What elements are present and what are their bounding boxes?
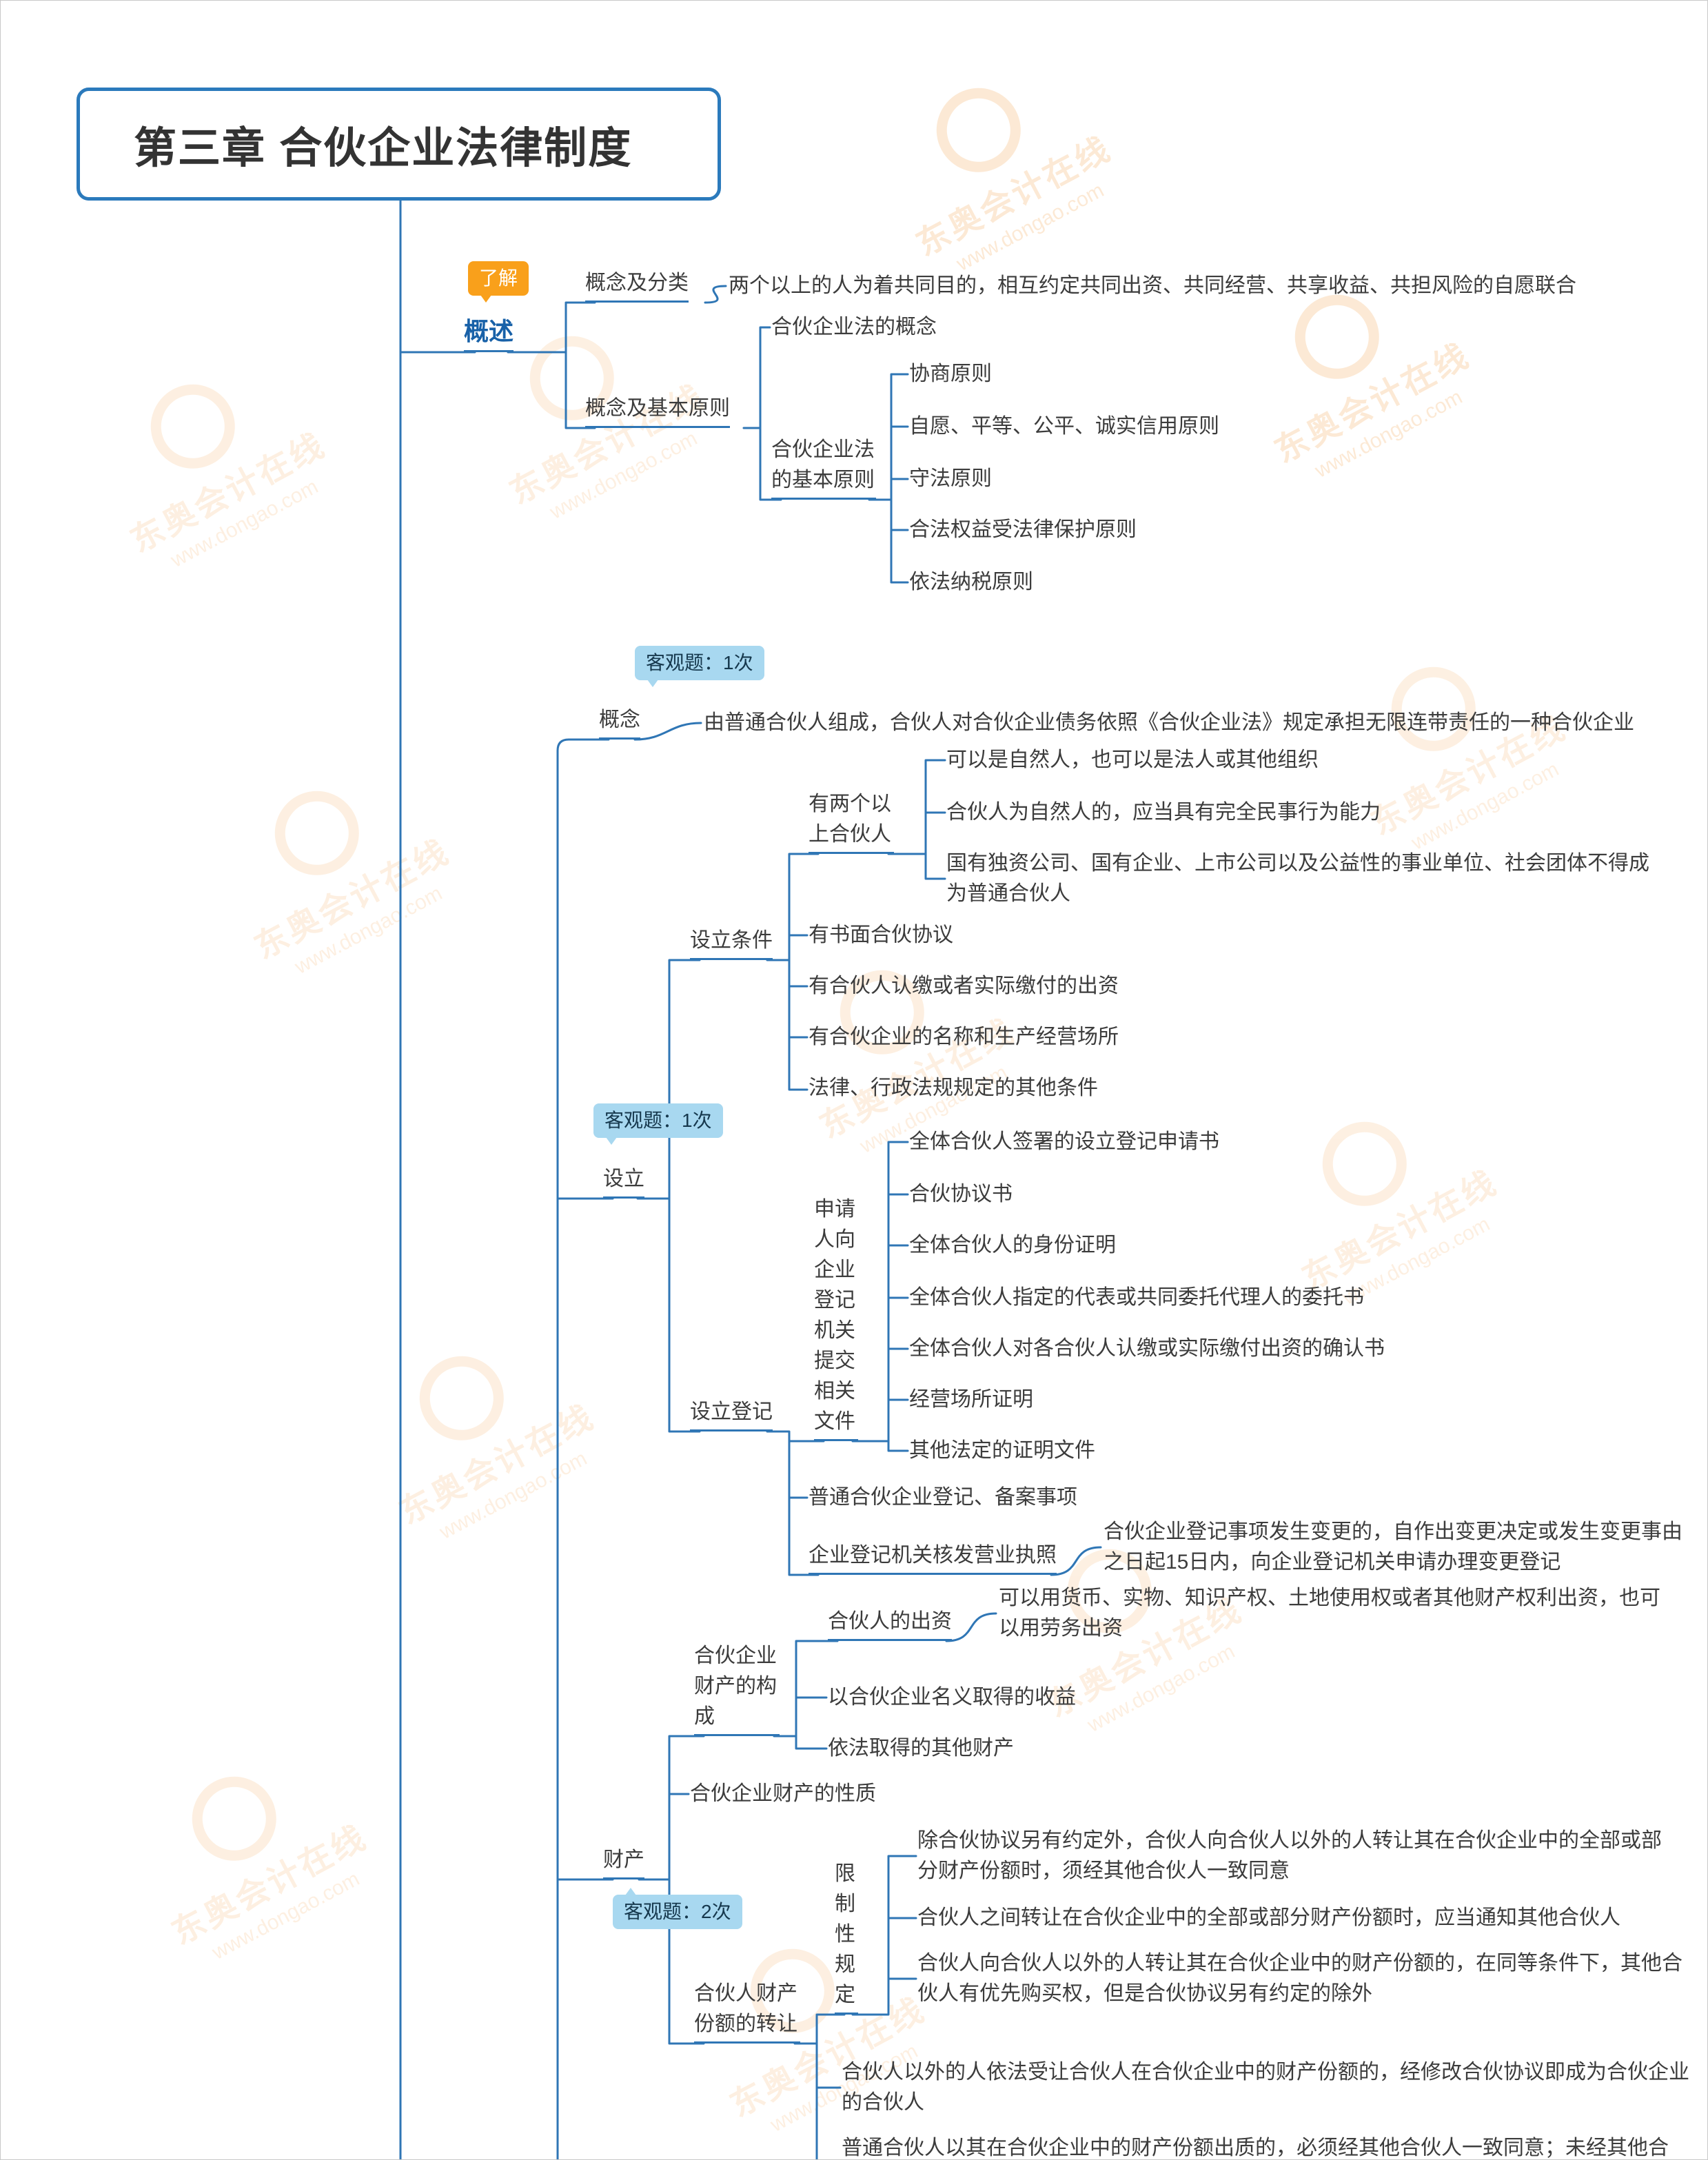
node-restriction-item: 合伙人向合伙人以外的人转让其在合伙企业中的财产份额的，在同等条件下，其他合伙人有… bbox=[917, 1952, 1682, 2005]
node-principle-item: 守法原则 bbox=[909, 467, 992, 490]
node-principle-item: 协商原则 bbox=[909, 363, 992, 385]
node-condition-item: 有合伙企业的名称和生产经营场所 bbox=[809, 1026, 1119, 1048]
node-partnership-law-concept: 合伙企业法的概念 bbox=[771, 316, 937, 338]
node-document-item: 全体合伙人签署的设立登记申请书 bbox=[909, 1130, 1219, 1153]
node-business-license: 企业登记机关核发营业执照 bbox=[809, 1540, 1057, 1575]
node-principle-item: 依法纳税原则 bbox=[909, 571, 1033, 593]
node-restrictive-provisions: 限制性规定 bbox=[835, 1859, 858, 2015]
node-restriction-item: 合伙人之间转让在合伙企业中的全部或部分财产份额时，应当通知其他合伙人 bbox=[917, 1906, 1620, 1929]
node-document-item: 全体合伙人指定的代表或共同委托代理人的委托书 bbox=[909, 1286, 1364, 1309]
node-contribution-note: 可以用货币、实物、知识产权、土地使用权或者其他财产权利出资，也可以用劳务出资 bbox=[999, 1587, 1660, 1640]
tag-property-frequency: 客观题：2次 bbox=[613, 1888, 742, 1929]
tag-concept-frequency: 客观题：1次 bbox=[635, 646, 764, 687]
node-partner-rule-item: 可以是自然人，也可以是法人或其他组织 bbox=[946, 748, 1319, 771]
chapter-title-box: 第三章 合伙企业法律制度 bbox=[77, 88, 721, 201]
node-share-transfer: 合伙人财产份额的转让 bbox=[694, 1979, 800, 2044]
node-other-property: 依法取得的其他财产 bbox=[828, 1737, 1014, 1760]
node-establishment-registration: 设立登记 bbox=[690, 1397, 773, 1431]
node-concept-classification: 概念及分类 bbox=[585, 268, 689, 303]
node-establishment: 设立 bbox=[603, 1164, 644, 1199]
node-overview: 概述 bbox=[464, 315, 514, 352]
node-registration-documents: 申请人向企业登记机关提交相关文件 bbox=[814, 1194, 858, 1441]
node-concept-and-principles: 概念及基本原则 bbox=[585, 394, 730, 428]
node-property-nature: 合伙企业财产的性质 bbox=[690, 1782, 876, 1805]
node-principle-item: 合法权益受法律保护原则 bbox=[909, 518, 1137, 541]
tag-establishment-frequency: 客观题：1次 bbox=[593, 1103, 723, 1145]
node-principle-item: 自愿、平等、公平、诚实信用原则 bbox=[909, 415, 1219, 438]
node-two-or-more-partners: 有两个以上合伙人 bbox=[809, 789, 894, 854]
node-establishment-conditions: 设立条件 bbox=[690, 926, 773, 960]
node-license-change-note: 合伙企业登记事项发生变更的，自作出变更决定或发生变更事由之日起15日内，向企业登… bbox=[1104, 1520, 1682, 1573]
node-share-pledge: 普通合伙人以其在合伙企业中的财产份额出质的，必须经其他合伙人一致同意；未经其他合… bbox=[842, 2137, 1669, 2159]
chapter-title: 第三章 合伙企业法律制度 bbox=[134, 125, 633, 172]
node-property-composition: 合伙企业财产的构成 bbox=[694, 1641, 780, 1736]
node-condition-item: 有书面合伙协议 bbox=[809, 924, 953, 946]
node-document-item: 其他法定的证明文件 bbox=[909, 1439, 1095, 1462]
node-concept: 概念 bbox=[599, 705, 640, 740]
node-document-item: 经营场所证明 bbox=[909, 1388, 1033, 1411]
node-registration-filing: 普通合伙企业登记、备案事项 bbox=[809, 1486, 1077, 1509]
node-condition-item: 有合伙人认缴或者实际缴付的出资 bbox=[809, 975, 1119, 997]
node-classification-definition: 两个以上的人为着共同目的，相互约定共同出资、共同经营、共享收益、共担风险的自愿联… bbox=[729, 274, 1576, 297]
node-restriction-item: 除合伙协议另有约定外，合伙人向合伙人以外的人转让其在合伙企业中的全部或部分财产份… bbox=[917, 1829, 1662, 1882]
node-partner-rule-item: 国有独资公司、国有企业、上市公司以及公益性的事业单位、社会团体不得成为普通合伙人 bbox=[946, 852, 1649, 905]
node-partner-contribution: 合伙人的出资 bbox=[828, 1607, 952, 1641]
node-concept-definition: 由普通合伙人组成，合伙人对合伙企业债务依照《合伙企业法》规定承担无限连带责任的一… bbox=[704, 711, 1634, 734]
node-property: 财产 bbox=[603, 1845, 644, 1879]
tag-overview-level: 了解 bbox=[468, 261, 529, 303]
node-document-item: 全体合伙人的身份证明 bbox=[909, 1234, 1116, 1256]
node-partnership-law-principles: 合伙企业法的基本原则 bbox=[771, 435, 876, 500]
node-condition-item: 法律、行政法规规定的其他条件 bbox=[809, 1077, 1098, 1099]
node-income: 以合伙企业名义取得的收益 bbox=[828, 1686, 1076, 1709]
node-document-item: 合伙协议书 bbox=[909, 1183, 1013, 1205]
node-outsider-transferee: 合伙人以外的人依法受让合伙人在合伙企业中的财产份额的，经修改合伙协议即成为合伙企… bbox=[842, 2061, 1689, 2114]
node-partner-rule-item: 合伙人为自然人的，应当具有完全民事行为能力 bbox=[946, 801, 1381, 824]
node-document-item: 全体合伙人对各合伙人认缴或实际缴付出资的确认书 bbox=[909, 1337, 1385, 1360]
